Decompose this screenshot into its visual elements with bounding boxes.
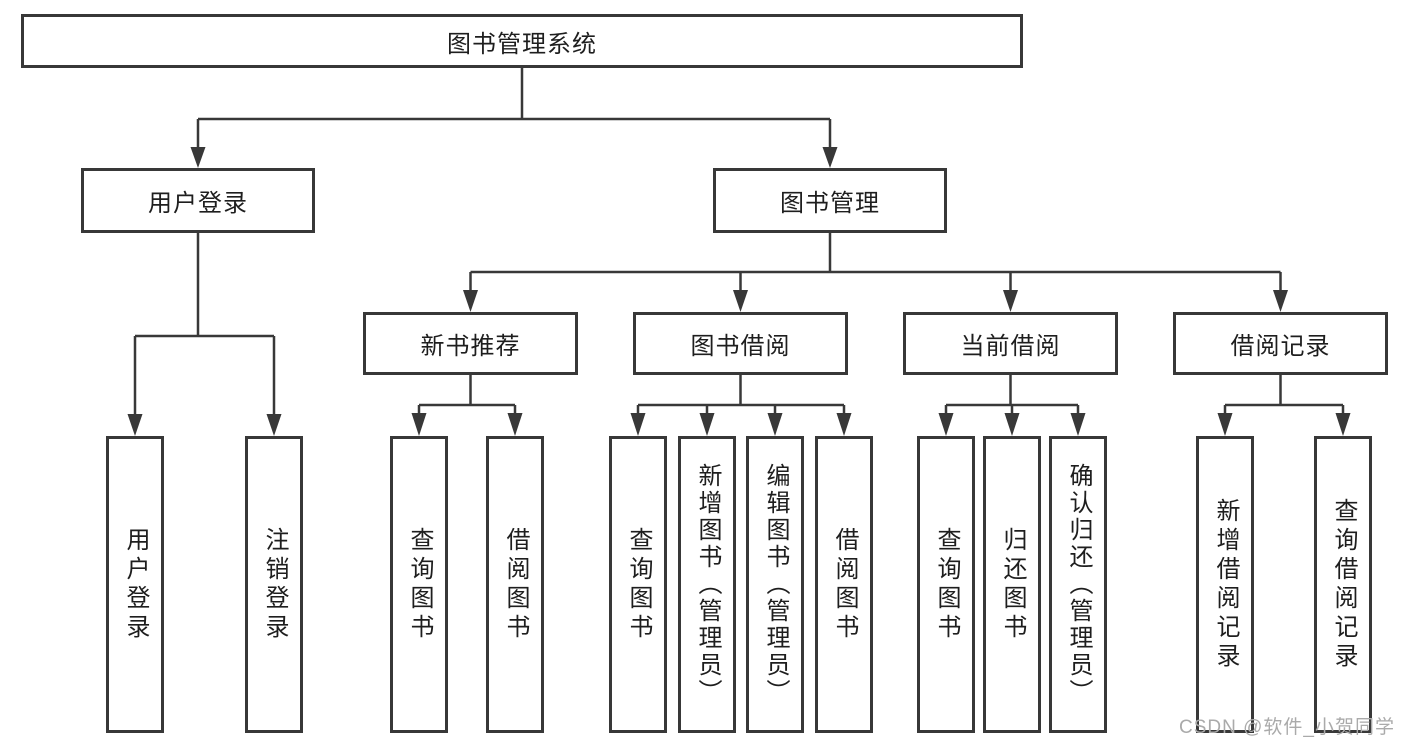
leaf-edit-book-admin: 编辑图书（管理员） [746, 436, 804, 733]
node-user-login: 用户登录 [81, 168, 315, 233]
leaf-logout: 注销登录 [245, 436, 303, 733]
leaf-add-book-admin: 新增图书（管理员） [678, 436, 736, 733]
node-borrowing-records: 借阅记录 [1173, 312, 1388, 375]
leaf-borrow-books-1: 借阅图书 [486, 436, 544, 733]
node-current-borrowing: 当前借阅 [903, 312, 1118, 375]
leaf-borrow-books-2: 借阅图书 [815, 436, 873, 733]
node-book-borrowing: 图书借阅 [633, 312, 848, 375]
node-book-management: 图书管理 [713, 168, 947, 233]
leaf-query-books-2: 查询图书 [609, 436, 667, 733]
leaf-user-login: 用户登录 [106, 436, 164, 733]
leaf-return-book: 归还图书 [983, 436, 1041, 733]
leaf-add-borrow-record: 新增借阅记录 [1196, 436, 1254, 733]
leaf-confirm-return-admin: 确认归还（管理员） [1049, 436, 1107, 733]
leaf-query-borrow-record: 查询借阅记录 [1314, 436, 1372, 733]
leaf-query-books-3: 查询图书 [917, 436, 975, 733]
node-new-book-recommend: 新书推荐 [363, 312, 578, 375]
node-library-system: 图书管理系统 [21, 14, 1023, 68]
leaf-query-books-1: 查询图书 [390, 436, 448, 733]
watermark: CSDN @软件_小贺同学 [1179, 717, 1395, 738]
